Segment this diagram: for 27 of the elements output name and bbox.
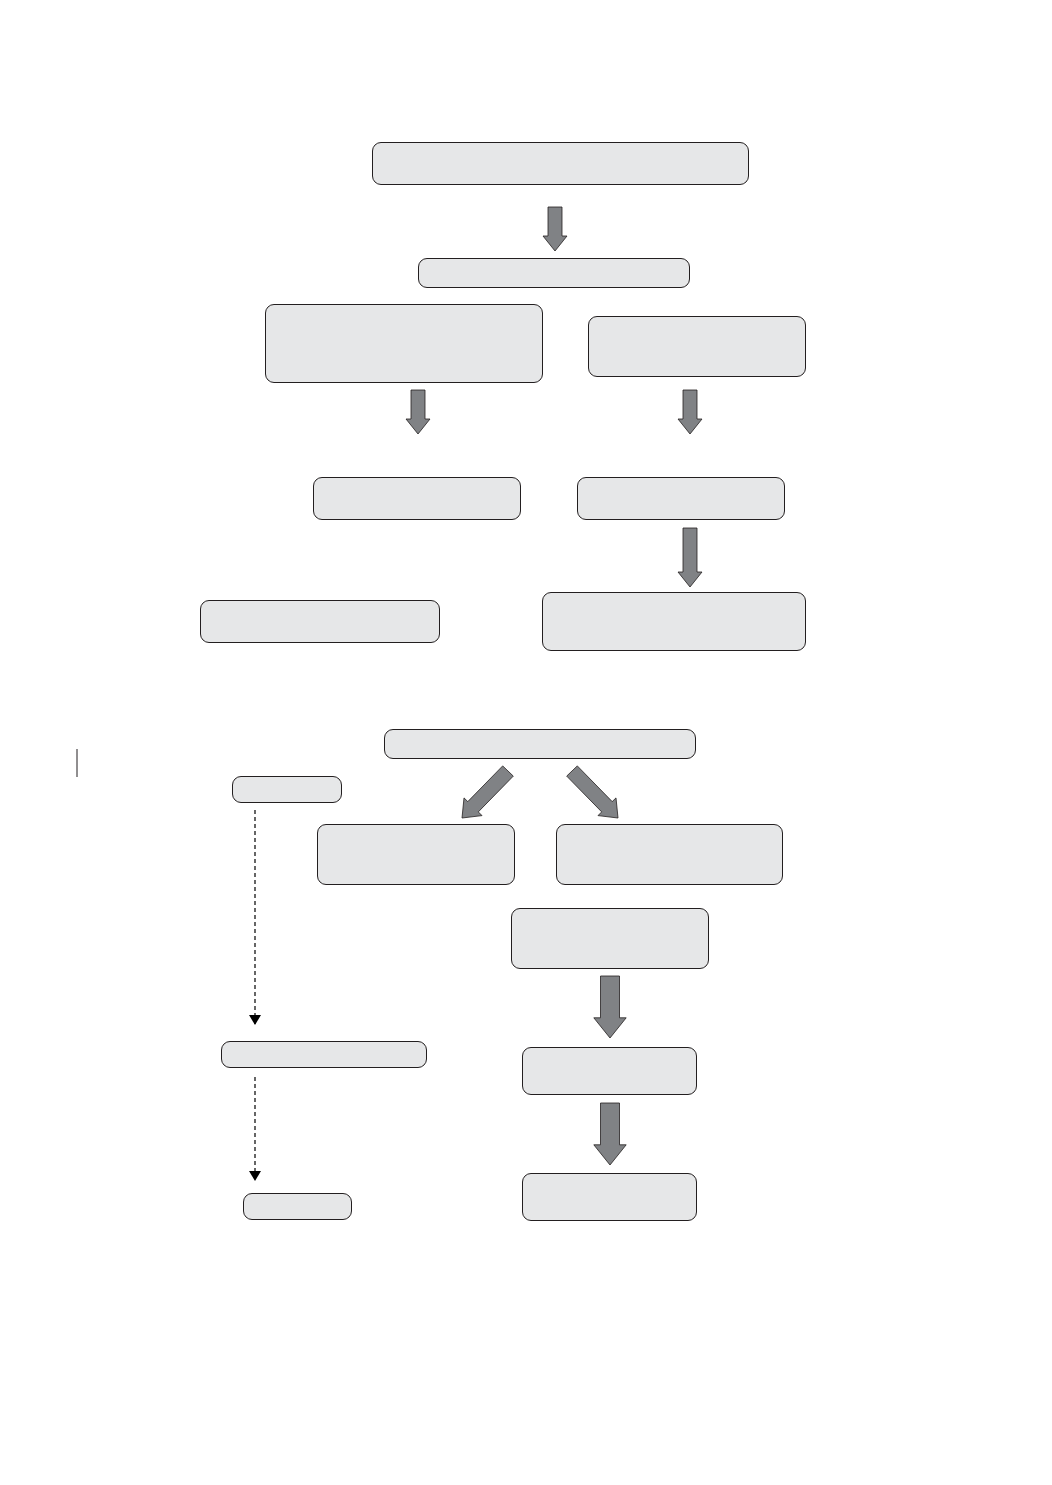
process-box <box>511 908 709 969</box>
block-arrow <box>461 765 514 819</box>
block-arrow <box>593 1102 627 1166</box>
block-arrow <box>566 765 619 819</box>
dashed-arrow <box>249 1076 261 1181</box>
block-arrow <box>677 389 703 435</box>
process-box <box>317 824 515 885</box>
block-arrow <box>593 975 627 1039</box>
process-box <box>200 600 440 643</box>
process-box <box>542 592 806 651</box>
process-box <box>556 824 783 885</box>
block-arrow <box>677 527 703 588</box>
process-box <box>265 304 543 383</box>
process-box <box>384 729 696 759</box>
process-box <box>588 316 806 377</box>
process-box <box>418 258 690 288</box>
process-box <box>221 1041 427 1068</box>
block-arrow <box>542 206 568 252</box>
process-box <box>577 477 785 520</box>
dashed-arrow <box>249 809 261 1025</box>
process-box <box>243 1193 352 1220</box>
process-box <box>522 1173 697 1221</box>
process-box <box>372 142 749 185</box>
block-arrow <box>405 389 431 435</box>
process-box <box>522 1047 697 1095</box>
process-box <box>232 776 342 803</box>
process-box <box>313 477 521 520</box>
